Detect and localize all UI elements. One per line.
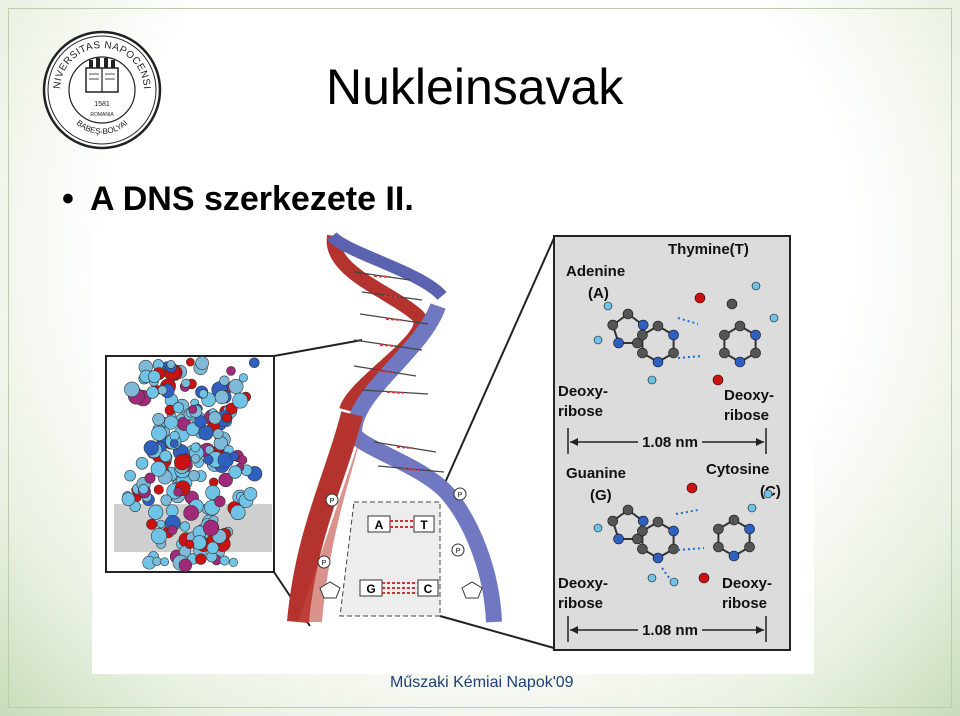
svg-text:P: P	[330, 498, 335, 505]
distance-indicator: 1.08 nm	[567, 428, 767, 454]
footer-text: Műszaki Kémiai Napok'09	[390, 674, 574, 691]
svg-text:G: G	[366, 582, 375, 596]
svg-text:P: P	[322, 560, 327, 567]
distance-indicator: 1.08 nm	[567, 616, 767, 642]
svg-text:ribose: ribose	[724, 407, 769, 424]
svg-text:Deoxy-: Deoxy-	[722, 575, 772, 592]
bullet-dot: •	[62, 180, 74, 218]
slide-border	[8, 8, 952, 708]
svg-text:(G): (G)	[590, 487, 612, 504]
svg-text:C: C	[424, 582, 433, 596]
cytosine-label: Cytosine	[706, 461, 769, 478]
base-pair-chemistry-panel: Thymine(T) Adenine (A) Deoxy- ribose Deo…	[553, 235, 791, 651]
dna-structure-figure: A T G C P P P P Thymine(T)	[92, 232, 814, 674]
svg-text:Deoxy-: Deoxy-	[558, 575, 608, 592]
svg-text:ribose: ribose	[558, 595, 603, 612]
svg-text:1581: 1581	[94, 101, 110, 108]
space-filling-model	[105, 355, 275, 573]
svg-text:T: T	[420, 518, 428, 532]
zoom-line	[439, 615, 555, 649]
svg-text:ribose: ribose	[722, 595, 767, 612]
svg-text:Deoxy-: Deoxy-	[724, 387, 774, 404]
svg-text:A: A	[375, 518, 384, 532]
university-seal-logo: UNIVERSITAS NAPOCENSIS BABEŞ-BOLYAI 1581…	[42, 30, 162, 150]
svg-text:(A): (A)	[588, 285, 609, 302]
svg-text:P: P	[456, 548, 461, 555]
svg-text:ROMANIA: ROMANIA	[90, 112, 114, 118]
bullet-item: • A DNS szerkezete II.	[62, 180, 414, 219]
base-pair-detail: A T G C P P P P	[317, 487, 483, 617]
svg-text:P: P	[458, 492, 463, 499]
svg-text:Deoxy-: Deoxy-	[558, 383, 608, 400]
double-helix	[287, 232, 502, 623]
zoom-line	[439, 237, 555, 495]
adenine-label: Adenine	[566, 263, 625, 280]
thymine-label: Thymine(T)	[668, 241, 749, 258]
bullet-text: A DNS szerkezete II.	[90, 180, 414, 218]
svg-text:1.08 nm: 1.08 nm	[642, 622, 698, 639]
svg-text:1.08 nm: 1.08 nm	[642, 434, 698, 451]
svg-text:ribose: ribose	[558, 403, 603, 420]
guanine-label: Guanine	[566, 465, 626, 482]
slide-title: Nukleinsavak	[326, 59, 624, 115]
zoom-line	[273, 339, 363, 357]
